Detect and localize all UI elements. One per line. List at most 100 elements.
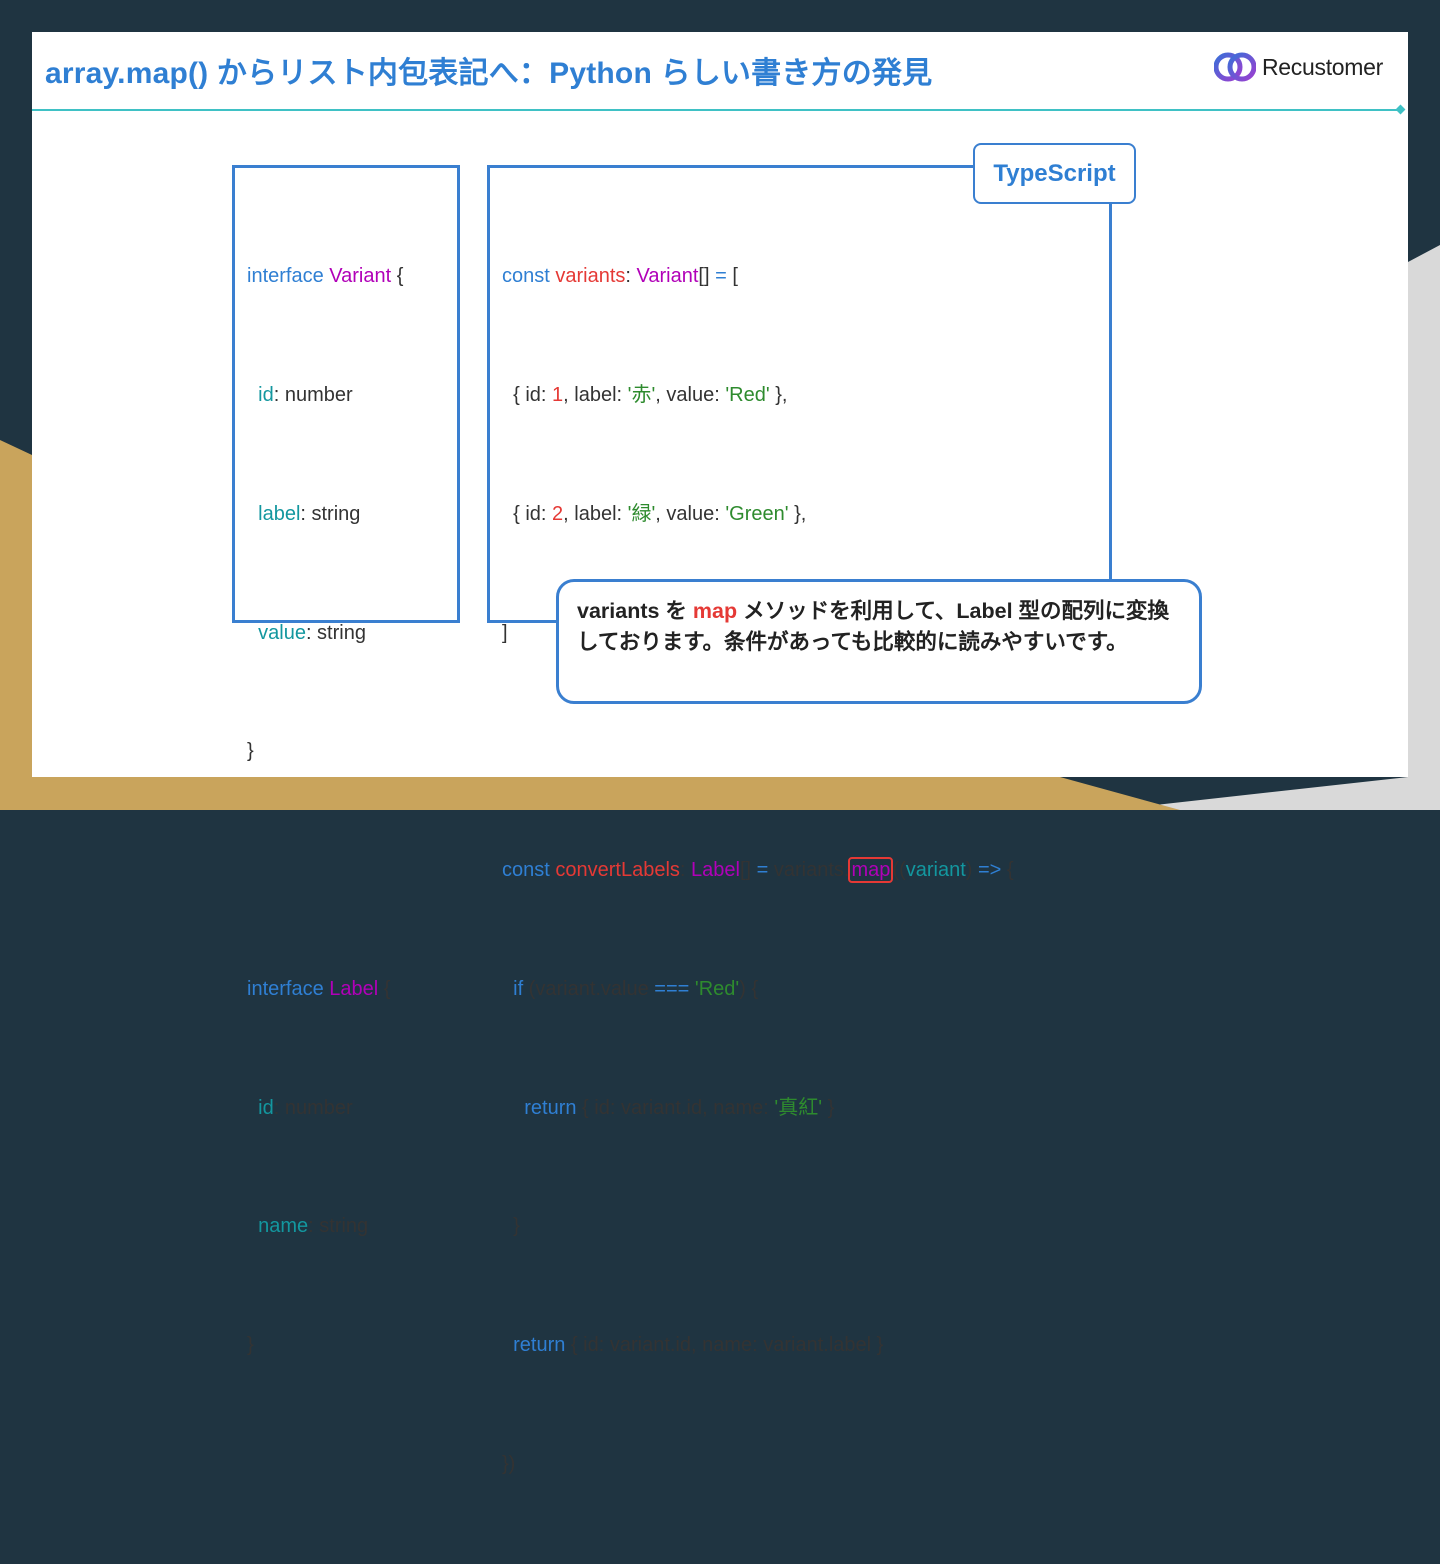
- code-token: (variant.value: [523, 977, 655, 1000]
- type-name: Variant: [329, 265, 392, 288]
- map-highlight: map: [848, 857, 894, 884]
- code-token: const: [502, 859, 550, 882]
- code-token: 'Red': [694, 977, 740, 1000]
- code-line: if (variant.value === 'Red') {: [502, 970, 1014, 1010]
- property: id: [258, 383, 274, 406]
- code-token: , value:: [655, 502, 726, 525]
- code-token: 'Green': [725, 502, 789, 525]
- slide: array.map() からリスト内包表記へ：Python らしい書き方の発見 …: [32, 32, 1408, 1475]
- keyword: interface: [247, 265, 324, 288]
- code-token: '赤': [627, 383, 656, 406]
- code-token: const: [502, 265, 550, 288]
- code-token: =: [751, 859, 774, 882]
- brace: {: [378, 977, 391, 1000]
- typescript-badge: TypeScript: [973, 143, 1136, 204]
- code-token: }): [502, 1453, 516, 1475]
- keyword: interface: [247, 977, 324, 1000]
- property: label: [258, 502, 301, 525]
- code-token: 2: [552, 502, 564, 525]
- brace: }: [247, 740, 254, 763]
- property: name: [258, 1215, 309, 1238]
- code-line: [502, 732, 1014, 772]
- code-token: return: [513, 1334, 566, 1357]
- code-token: Label: [691, 859, 740, 882]
- code-line: interface Variant {: [247, 257, 403, 297]
- infinity-loop-logo-icon: [1214, 52, 1256, 82]
- code-token: variant: [905, 859, 966, 882]
- code-line: }: [247, 1326, 403, 1366]
- code-line: }): [502, 1445, 1014, 1485]
- code-token: { id: variant.id, name:: [576, 1096, 775, 1119]
- property: id: [258, 1096, 274, 1119]
- callout-text: メソッドを利用して、Label 型の配列に変換しております。条件があっても比較的…: [577, 599, 1170, 654]
- code-token: variants.: [773, 859, 850, 882]
- type-name: Label: [329, 977, 379, 1000]
- code-token: (: [892, 859, 900, 882]
- callout-highlight: map: [692, 599, 738, 623]
- code-token: =>: [977, 859, 1002, 882]
- code-line: name: string: [247, 1207, 403, 1247]
- property-type: : number: [273, 383, 353, 406]
- brace: {: [391, 265, 404, 288]
- code-line: [247, 851, 403, 891]
- code-token: , label:: [563, 502, 628, 525]
- code-token: { id:: [502, 502, 553, 525]
- property-type: : number: [273, 1096, 353, 1119]
- slide-title: array.map() からリスト内包表記へ：Python らしい書き方の発見: [45, 57, 933, 90]
- code-line: return { id: variant.id, name: '真紅' }: [502, 1089, 1014, 1129]
- code-token: },: [769, 383, 788, 406]
- code-line: { id: 2, label: '緑', value: 'Green' },: [502, 495, 1014, 535]
- property: value: [258, 621, 306, 644]
- code-token: [: [732, 265, 738, 288]
- code-token: 1: [552, 383, 564, 406]
- code-line: interface Label {: [247, 970, 403, 1010]
- code-token: }: [822, 1096, 835, 1119]
- code-token: }: [502, 1215, 520, 1238]
- code-token: { id: variant.id, name: variant.label }: [565, 1334, 884, 1357]
- code-token: Variant: [636, 265, 699, 288]
- code-line: { id: 1, label: '赤', value: 'Red' },: [502, 376, 1014, 416]
- code-token: convertLabels: [555, 859, 680, 882]
- code-line: value: string: [247, 614, 403, 654]
- code-token: return: [524, 1096, 577, 1119]
- title-divider: [32, 109, 1404, 111]
- code-line: label: string: [247, 495, 403, 535]
- main-code: const variants: Variant[] = [ { id: 1, l…: [502, 178, 1014, 1564]
- code-token: =: [709, 265, 733, 288]
- main-code-box: const variants: Variant[] = [ { id: 1, l…: [487, 165, 1112, 1475]
- code-token: 'Red': [725, 383, 770, 406]
- code-line: return { id: variant.id, name: variant.l…: [502, 1326, 1014, 1366]
- code-line: const variants: Variant[] = [: [502, 265, 738, 288]
- code-token: variants: [555, 265, 626, 288]
- brace: }: [247, 1334, 254, 1357]
- code-token: []: [739, 859, 752, 882]
- code-token: if: [513, 977, 524, 1000]
- property-type: : string: [308, 1215, 369, 1238]
- code-token: []: [698, 265, 710, 288]
- code-line: id: number: [247, 376, 403, 416]
- code-token: },: [788, 502, 807, 525]
- callout-text: variants を: [577, 599, 693, 623]
- code-token: , value:: [655, 383, 726, 406]
- code-token: ===: [654, 977, 690, 1000]
- code-token: '真紅': [774, 1096, 823, 1119]
- interfaces-code-box: interface Variant { id: number label: st…: [232, 165, 460, 1356]
- code-token: {: [1001, 859, 1014, 882]
- explanation-callout: variants を map メソッドを利用して、Label 型の配列に変換して…: [556, 579, 1202, 704]
- property-type: : string: [300, 502, 361, 525]
- logo-text: Recustomer: [1262, 53, 1383, 80]
- code-token: , label:: [563, 383, 628, 406]
- code-line: id: number: [247, 1089, 403, 1129]
- code-token: ) {: [739, 977, 759, 1000]
- title-divider-end: [1395, 104, 1406, 115]
- interfaces-code: interface Variant { id: number label: st…: [247, 178, 403, 1445]
- code-line: }: [247, 732, 403, 772]
- code-line: ]: [502, 614, 1014, 654]
- code-line: }: [502, 1207, 1014, 1247]
- code-token: { id:: [502, 383, 553, 406]
- recustomer-logo: Recustomer: [1214, 50, 1383, 84]
- property-type: : string: [305, 621, 366, 644]
- code-token: ]: [502, 621, 508, 644]
- code-token: '緑': [627, 502, 656, 525]
- code-line: const convertLabels: Label[] = variants.…: [502, 857, 1014, 884]
